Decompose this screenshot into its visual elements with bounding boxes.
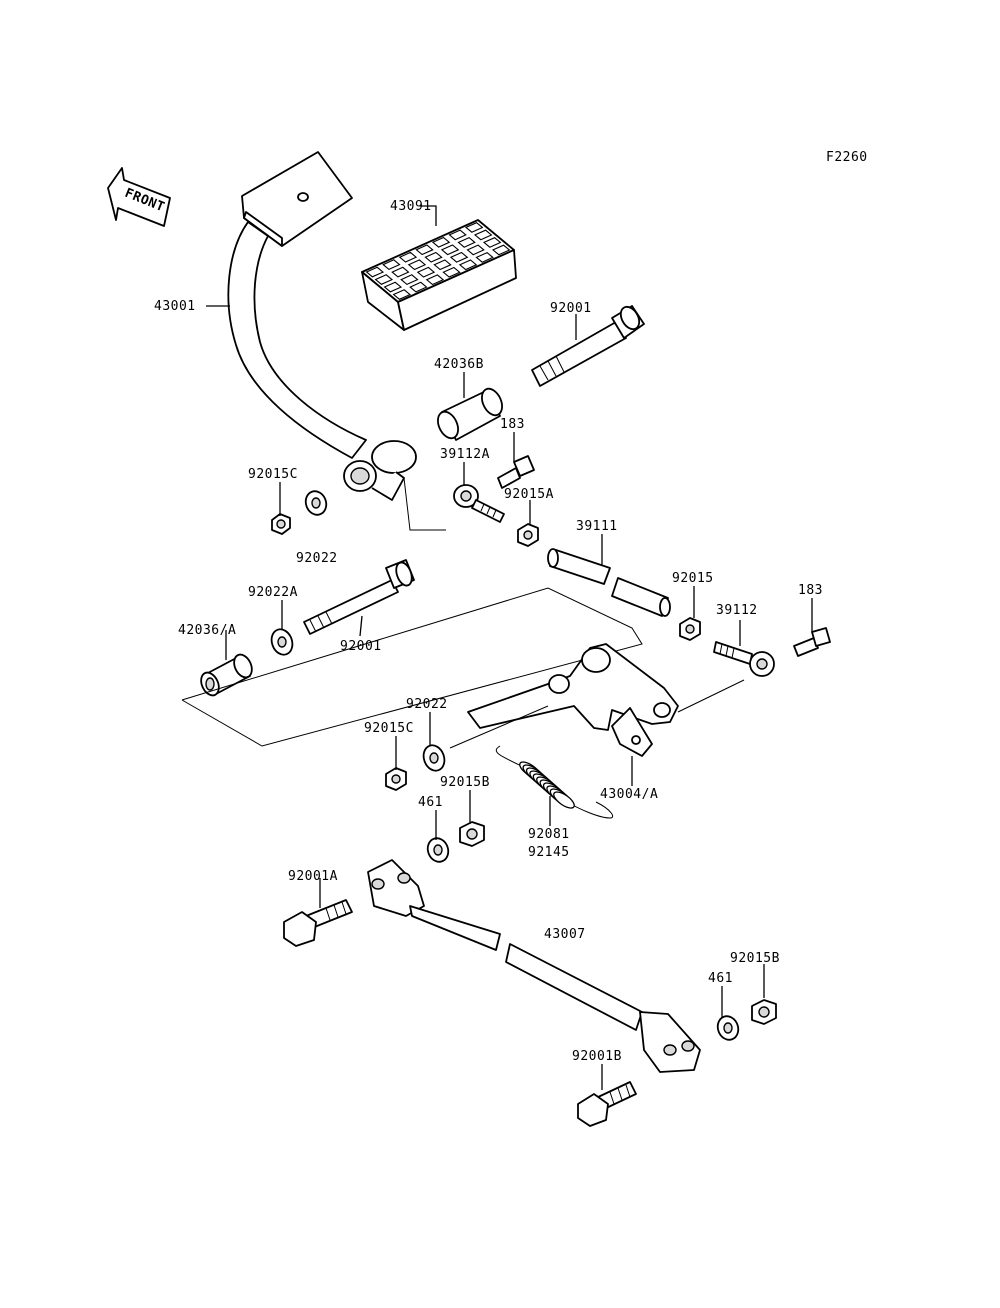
label-92015C-top: 92015C	[248, 467, 298, 482]
label-92022-top: 92022	[296, 551, 338, 566]
leader-lines	[206, 205, 813, 1090]
rubber-grip-cell	[398, 251, 418, 263]
rubber-grip-cell	[407, 259, 427, 271]
rubber-grip-cell	[382, 259, 401, 271]
label-39112A: 39112A	[440, 447, 490, 462]
label-42036B: 42036B	[434, 357, 484, 372]
rod-end-39112	[713, 641, 775, 677]
nut-92015B-low	[751, 999, 777, 1025]
nut-92015B-mid	[459, 821, 485, 847]
label-183-right: 183	[798, 583, 823, 598]
rubber-grip-cell	[415, 244, 434, 256]
nut-92015A	[517, 523, 539, 547]
label-39112: 39112	[716, 603, 758, 618]
label-92145: 92145	[528, 845, 570, 860]
washer-92022-top	[304, 490, 328, 516]
rubber-grip-cell	[475, 251, 494, 263]
washer-461-mid	[426, 837, 450, 863]
rubber-grip-cell	[431, 236, 451, 248]
nut-92015C-mid	[385, 767, 407, 791]
rubber-grip-cell	[482, 237, 502, 248]
rubber-grip-cell	[458, 259, 478, 271]
label-43007: 43007	[544, 927, 586, 942]
label-92015B-mid: 92015B	[440, 775, 490, 790]
label-43001: 43001	[154, 299, 196, 314]
collar-42036B	[437, 387, 503, 441]
label-92015A: 92015A	[504, 487, 554, 502]
label-461-low: 461	[708, 971, 733, 986]
rubber-grip-cell	[442, 266, 461, 278]
label-92081: 92081	[528, 827, 570, 842]
shaft-39111	[547, 548, 671, 617]
spring-coil	[553, 791, 575, 809]
rubber-grip-cell	[392, 289, 412, 300]
label-92001A: 92001A	[288, 869, 338, 884]
label-461-mid: 461	[418, 795, 443, 810]
nut-92015C-top	[271, 513, 291, 535]
bolt-183-right	[793, 627, 831, 657]
rubber-grip-cell	[391, 266, 410, 278]
bolt-183-top	[497, 455, 535, 489]
rubber-grip-cell	[374, 274, 394, 285]
brake-pedal	[227, 151, 446, 531]
rubber-grip-cell	[457, 236, 476, 248]
rod-end-39112A	[453, 484, 505, 523]
label-92001-top: 92001	[550, 301, 592, 316]
rubber-grip-cell	[491, 244, 511, 256]
label-43004A: 43004/A	[600, 787, 658, 802]
label-92001B: 92001B	[572, 1049, 622, 1064]
rubber-grip-cell	[424, 251, 443, 263]
label-92015B-low: 92015B	[730, 951, 780, 966]
front-arrow-icon: FRONT	[107, 167, 171, 227]
label-39111: 39111	[576, 519, 618, 534]
rubber-grip-cell	[416, 266, 436, 278]
pedal-rubber	[361, 219, 517, 331]
label-183-top: 183	[500, 417, 525, 432]
label-92015C-mid: 92015C	[364, 721, 414, 736]
washer-461-low	[716, 1015, 740, 1041]
rubber-grip-cell	[400, 274, 419, 286]
rod-43007	[367, 859, 701, 1073]
washer-92022A	[270, 628, 294, 656]
rubber-grip-cell	[383, 281, 403, 293]
rubber-grip-cell	[440, 244, 460, 256]
bolt-92001A	[283, 899, 353, 947]
label-42036A: 42036/A	[178, 623, 236, 638]
rubber-grip-cell	[365, 266, 385, 278]
bolt-92001-top	[531, 305, 645, 387]
reference-outline	[181, 587, 643, 747]
washer-92022-mid	[422, 744, 446, 772]
bolt-92001-mid	[303, 559, 415, 635]
rubber-grip-cell	[466, 244, 485, 256]
rubber-grip-cell	[464, 222, 484, 233]
spring-92081	[495, 745, 614, 819]
rubber-grip-cell	[473, 229, 493, 241]
rubber-grip-cell	[433, 259, 452, 271]
label-92022A: 92022A	[248, 585, 298, 600]
rubber-grip-cell	[449, 251, 469, 263]
label-92001-mid: 92001	[340, 639, 382, 654]
bolt-92001B	[577, 1081, 637, 1127]
rubber-grip-cell	[448, 229, 467, 241]
lever-arm-43004A	[449, 643, 745, 757]
rubber-grip-cell	[425, 274, 445, 286]
nut-92015	[679, 617, 701, 641]
figure-code: F2260	[826, 150, 868, 165]
rubber-grip-cell	[409, 281, 428, 293]
label-92015: 92015	[672, 571, 714, 586]
label-43091: 43091	[390, 199, 432, 214]
collar-42036A	[200, 653, 253, 697]
label-92022-mid: 92022	[406, 697, 448, 712]
